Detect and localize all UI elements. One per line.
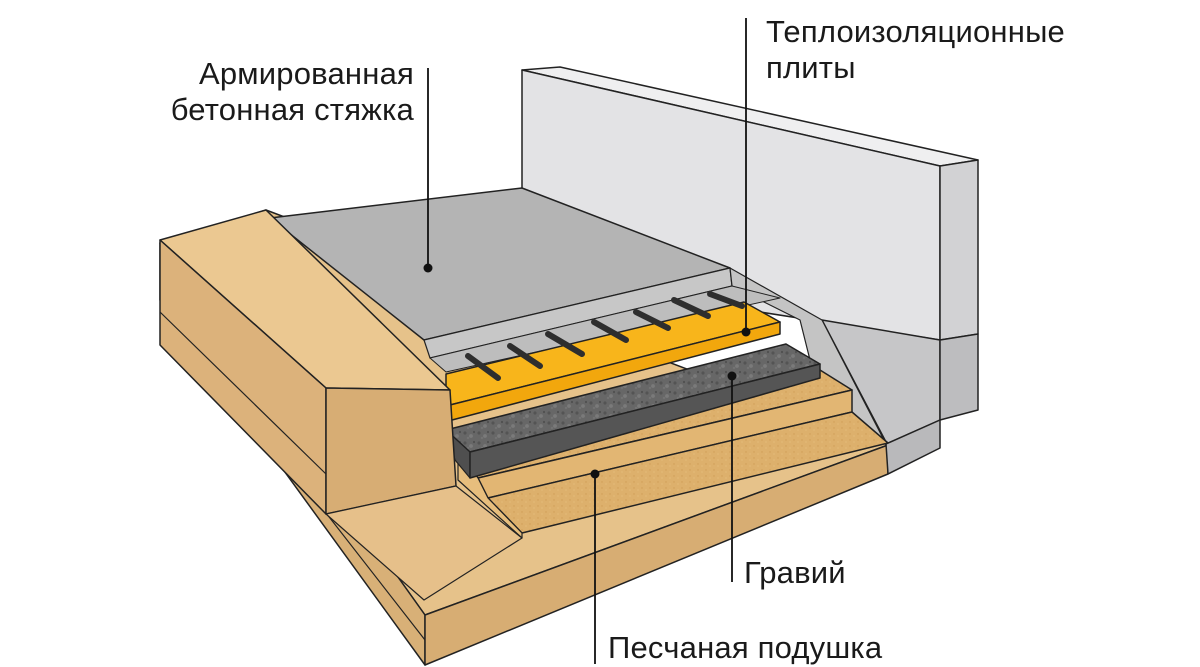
rebar bbox=[507, 343, 543, 369]
rebar bbox=[707, 291, 745, 309]
formwork-seam bbox=[159, 311, 327, 475]
wall-side bbox=[939, 159, 979, 341]
leader-lines bbox=[423, 18, 751, 664]
rebar bbox=[545, 331, 585, 357]
screed-label-line2: бетонная стяжка bbox=[170, 92, 414, 127]
sand-label: Песчаная подушка bbox=[608, 630, 882, 666]
sand-leader-dot bbox=[590, 469, 600, 479]
rebar bbox=[465, 353, 501, 381]
rebar bbox=[591, 319, 629, 343]
insulation-label: Теплоизоляционные плиты bbox=[766, 14, 1065, 86]
insulation-label-line1: Теплоизоляционные bbox=[766, 14, 1065, 49]
reinforcement-bars bbox=[465, 291, 745, 381]
insulation-boards bbox=[445, 301, 781, 421]
gravel-label: Гравий bbox=[744, 555, 846, 591]
screed-label-line1: Армированная bbox=[198, 56, 414, 91]
sand-label-text: Песчаная подушка bbox=[608, 630, 883, 665]
wall-lower-side bbox=[939, 333, 979, 421]
formwork-block bbox=[159, 209, 523, 601]
insulation-label-line2: плиты bbox=[766, 50, 856, 85]
insulation-leader-dot bbox=[741, 327, 751, 337]
screed-leader-dot bbox=[423, 263, 433, 273]
gravel-label-text: Гравий bbox=[744, 555, 846, 590]
gravel-leader-dot bbox=[727, 371, 737, 381]
rebar bbox=[671, 297, 711, 319]
formwork-base bbox=[325, 485, 523, 601]
screed-label: Армированная бетонная стяжка bbox=[110, 56, 414, 128]
wall-lower-face bbox=[885, 419, 941, 475]
rebar bbox=[633, 309, 671, 331]
